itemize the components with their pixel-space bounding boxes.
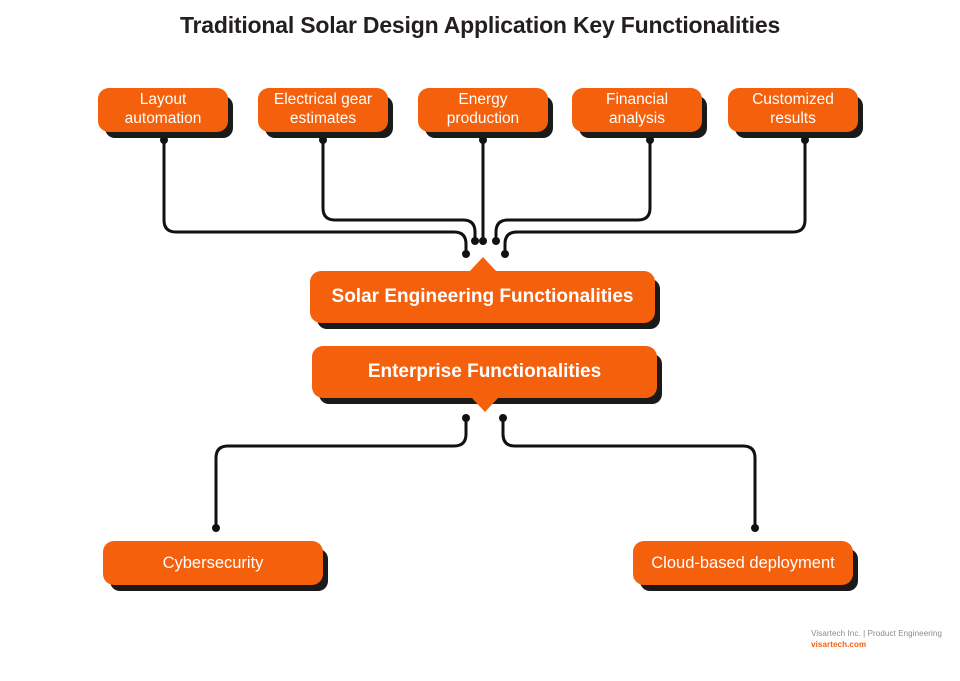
node-label-energy-production: Energy production bbox=[446, 91, 520, 127]
conn-layout-to-solar bbox=[160, 136, 470, 258]
node-label-cloud-based-deployment: Cloud-based deployment bbox=[651, 553, 835, 572]
notch-down-icon bbox=[470, 397, 499, 412]
conn-financial-to-solar-end-dot bbox=[492, 237, 500, 245]
node-label-electrical-gear: Electrical gear estimates bbox=[273, 91, 373, 127]
page-title: Traditional Solar Design Application Key… bbox=[179, 12, 781, 38]
node-energy-production[interactable]: Energy production bbox=[418, 88, 548, 132]
node-solar-engineering-functionalities[interactable]: Solar Engineering Functionalities bbox=[310, 257, 655, 323]
notch-up-icon bbox=[468, 257, 497, 272]
conn-enterprise-to-cloud bbox=[499, 414, 759, 532]
footer: Visartech Inc. | Product Engineering vis… bbox=[811, 629, 942, 651]
node-financial-analysis[interactable]: Financial analysis bbox=[572, 88, 702, 132]
conn-electrical-to-solar-end-dot bbox=[471, 237, 479, 245]
node-layout-automation[interactable]: Layout automation bbox=[98, 88, 228, 132]
conn-energy-to-solar-start-dot bbox=[479, 136, 487, 144]
node-enterprise-functionalities[interactable]: Enterprise Functionalities bbox=[312, 346, 657, 412]
node-label-financial-analysis: Financial analysis bbox=[605, 91, 669, 127]
node-cloud-based-deployment[interactable]: Cloud-based deployment bbox=[633, 541, 853, 585]
conn-customized-to-solar-end-dot bbox=[501, 250, 509, 258]
conn-electrical-to-solar-start-dot bbox=[319, 136, 327, 144]
node-label-enterprise-functionalities: Enterprise Functionalities bbox=[367, 361, 602, 383]
node-label-layout-automation: Layout automation bbox=[124, 91, 202, 127]
conn-enterprise-to-cybersecurity-start-dot bbox=[462, 414, 470, 422]
conn-financial-to-solar-path bbox=[494, 138, 652, 243]
node-label-solar-engineering-functionalities: Solar Engineering Functionalities bbox=[331, 286, 634, 308]
conn-customized-to-solar-start-dot bbox=[801, 136, 809, 144]
conn-layout-to-solar-path bbox=[162, 138, 468, 256]
node-cybersecurity[interactable]: Cybersecurity bbox=[103, 541, 323, 585]
conn-enterprise-to-cloud-start-dot bbox=[499, 414, 507, 422]
node-customized-results[interactable]: Customized results bbox=[728, 88, 858, 132]
conn-financial-to-solar-start-dot bbox=[646, 136, 654, 144]
footer-website-link[interactable]: visartech.com bbox=[811, 640, 867, 650]
conn-enterprise-to-cloud-end-dot bbox=[751, 524, 759, 532]
conn-enterprise-to-cybersecurity-path bbox=[214, 416, 468, 530]
conn-energy-to-solar-end-dot bbox=[479, 237, 487, 245]
conn-layout-to-solar-start-dot bbox=[160, 136, 168, 144]
conn-electrical-to-solar bbox=[319, 136, 479, 245]
conn-enterprise-to-cybersecurity-end-dot bbox=[212, 524, 220, 532]
conn-financial-to-solar bbox=[492, 136, 654, 245]
node-electrical-gear[interactable]: Electrical gear estimates bbox=[258, 88, 388, 132]
conn-electrical-to-solar-path bbox=[321, 138, 477, 243]
conn-enterprise-to-cloud-path bbox=[501, 416, 757, 530]
node-label-customized-results: Customized results bbox=[752, 91, 834, 127]
conn-enterprise-to-cybersecurity bbox=[212, 414, 470, 532]
node-label-cybersecurity: Cybersecurity bbox=[162, 553, 264, 572]
conn-energy-to-solar bbox=[479, 136, 487, 245]
conn-customized-to-solar-path bbox=[503, 138, 807, 256]
footer-company-text: Visartech Inc. | Product Engineering bbox=[811, 629, 942, 639]
conn-customized-to-solar bbox=[501, 136, 809, 258]
